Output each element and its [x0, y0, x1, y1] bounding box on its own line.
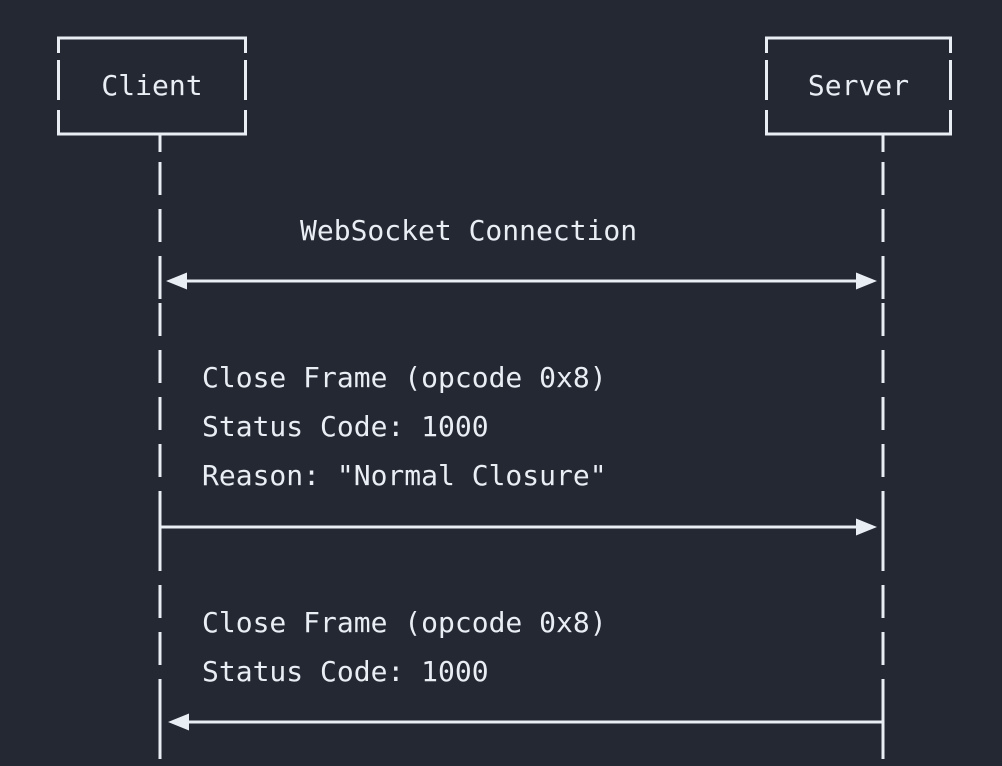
- close-frame-arrow-client-to-server: [161, 518, 877, 536]
- participant-label-client: Client: [101, 69, 203, 102]
- connection-label: WebSocket Connection: [300, 214, 638, 247]
- participant-label-server: Server: [807, 69, 910, 102]
- close-arrow-2-left-head: [168, 713, 189, 731]
- close-frame-arrow-server-to-client: [168, 713, 883, 731]
- client-box: [57, 36, 247, 152]
- connection-arrow-right-head: [856, 272, 877, 290]
- message-line: Status Code: 1000: [202, 655, 489, 688]
- server-box: [765, 36, 952, 152]
- close-arrow-1-right-head: [856, 518, 877, 536]
- message-line: Reason: "Normal Closure": [202, 459, 607, 492]
- connection-arrow: [166, 272, 877, 290]
- message-line: Close Frame (opcode 0x8): [202, 606, 607, 639]
- message-line: Status Code: 1000: [202, 410, 489, 443]
- connection-arrow-left-head: [166, 272, 187, 290]
- message-line: Close Frame (opcode 0x8): [202, 361, 607, 394]
